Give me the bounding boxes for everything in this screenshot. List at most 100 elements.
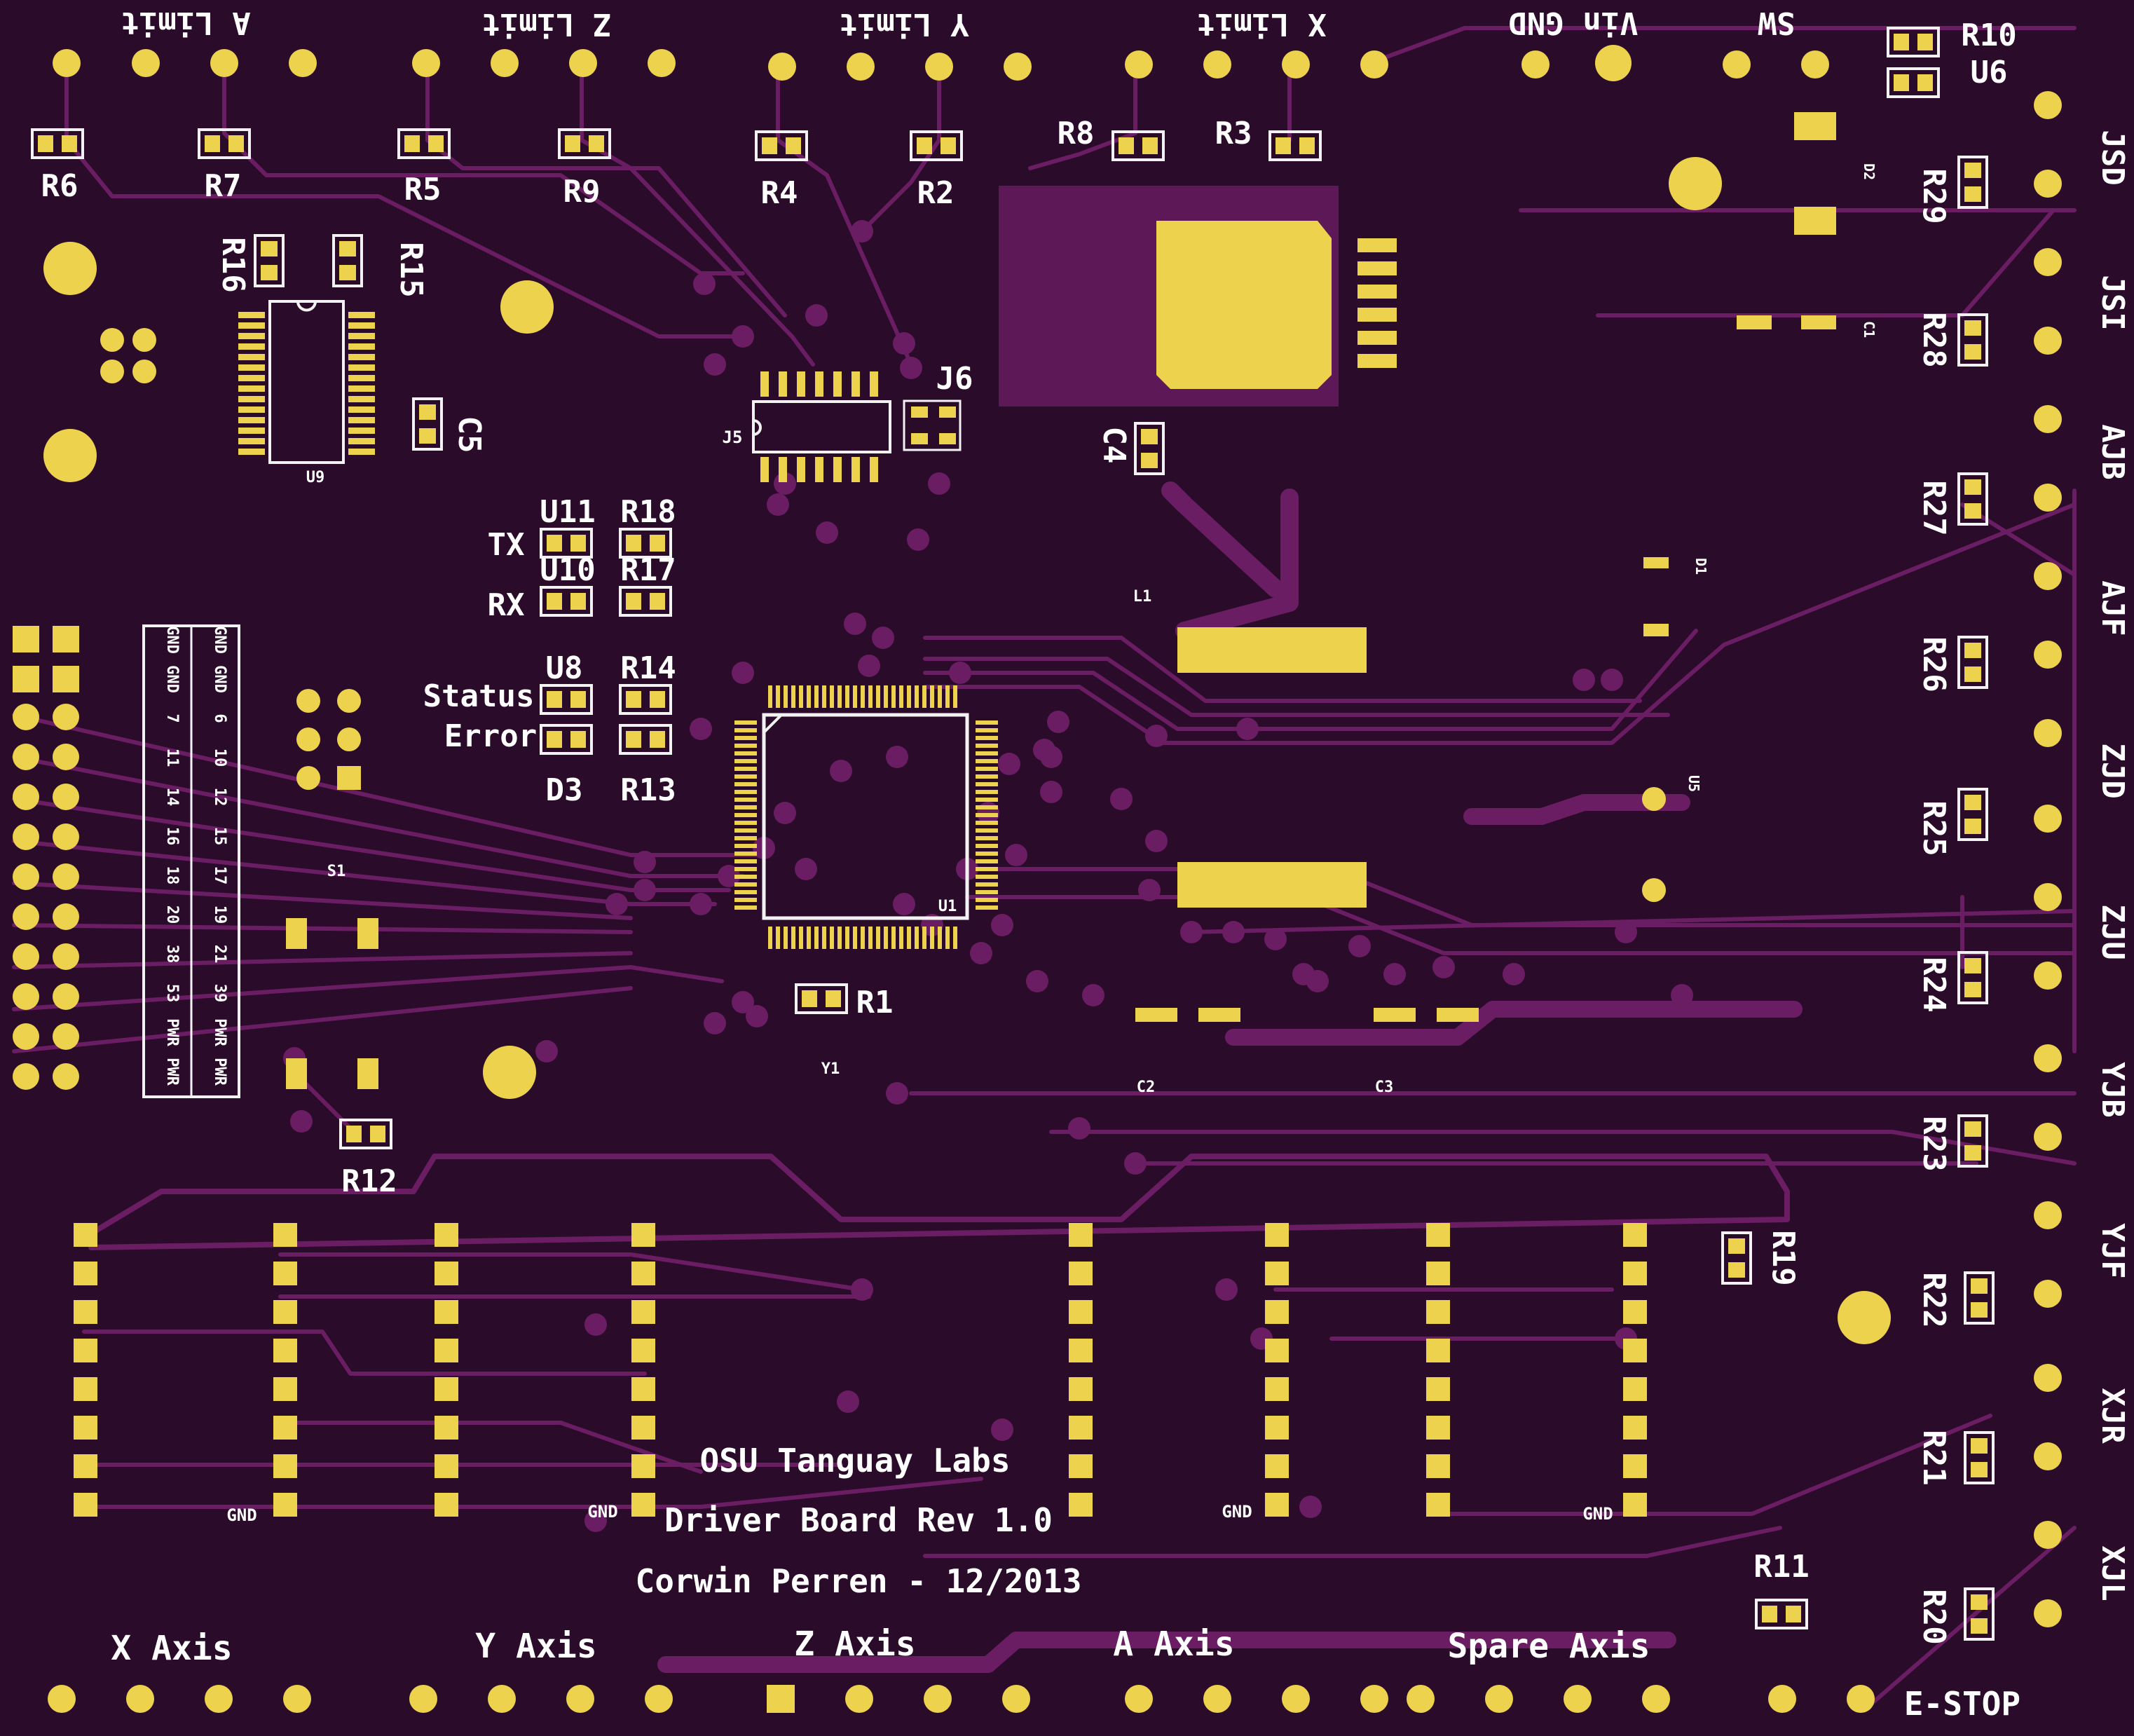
refdes-r24: R24 [1916,957,1952,1012]
two-pad-passive [254,234,285,287]
refdes-r1: R1 [856,985,894,1020]
label-gnd-4: GND [1582,1504,1613,1524]
two-pad-passive [1957,156,1988,209]
mounting-holes [43,45,1891,1344]
header-pin-label: PWR [211,1018,228,1046]
label-rx: RX [488,587,525,623]
label-gnd-2: GND [587,1502,617,1522]
refdes-u6: U6 [1971,55,2008,90]
refdes-r8: R8 [1058,116,1095,151]
header-pin-label: 11 [163,749,181,767]
header-pin-label: 15 [211,827,228,846]
title-line2: Driver Board Rev 1.0 [664,1501,1053,1539]
two-pad-passive [619,724,672,755]
bottom-pads [48,1685,1875,1713]
label-tx: TX [488,527,525,563]
header-pin-label: 38 [163,945,181,964]
label-y-axis: Y Axis [475,1627,596,1666]
refdes-u10: U10 [540,552,595,588]
refdes-r23: R23 [1916,1116,1952,1171]
two-pad-passive [1957,636,1988,689]
header-pin-label: GND [163,626,181,654]
refdes-u9: U9 [306,469,325,486]
refdes-r21: R21 [1916,1430,1952,1485]
two-pad-passive [1964,1271,1995,1325]
header-pin-label: 10 [211,749,228,767]
label-xjr: XJR [2095,1388,2130,1444]
label-jsd: JSD [2095,130,2130,185]
refdes-r29: R29 [1916,168,1952,224]
refdes-r3: R3 [1215,116,1252,151]
two-pad-passive [910,130,963,161]
two-pad-passive [540,528,593,559]
title-line1: OSU Tanguay Labs [699,1442,1010,1479]
header-pin-label: 18 [163,866,181,885]
label-y-limit: Y Limit [839,6,969,42]
label-z-limit: Z Limit [481,6,611,42]
label-zju: ZJU [2095,904,2130,959]
two-pad-passive [1721,1231,1752,1285]
refdes-r4: R4 [761,175,798,211]
header-pin-label: 20 [163,905,181,924]
left-header-pads [13,626,79,1090]
four-pin-pads [100,328,156,383]
header-pin-label: GND [163,665,181,693]
u1-pins [734,685,998,949]
u6-pins [1357,238,1397,368]
refdes-r26: R26 [1916,636,1952,692]
label-error: Error [444,718,537,754]
l1-pads [1135,112,1836,1022]
two-pad-passive [1964,1587,1995,1641]
header-pin-label: 16 [163,827,181,846]
header-pin-grid [142,624,240,1098]
refdes-r20: R20 [1916,1589,1952,1644]
label-xjl: XJL [2095,1545,2130,1601]
two-pad-passive [795,983,848,1014]
refdes-j5: J5 [723,428,743,447]
refdes-r9: R9 [563,174,601,210]
refdes-r7: R7 [205,168,242,204]
silkscreen-text: OSU Tanguay Labs Driver Board Rev 1.0 Co… [111,5,2130,1723]
header-pin-label: 12 [211,788,228,807]
refdes-u5: U5 [1685,775,1702,792]
header-pin-label: PWR [163,1018,181,1046]
two-pad-passive [1957,313,1988,367]
header-pin-label: 6 [211,713,228,723]
two-pad-passive [1957,472,1988,526]
label-yjb: YJB [2095,1062,2130,1117]
driver-pads [74,1223,1647,1517]
refdes-l1: L1 [1133,588,1152,606]
two-pad-passive [619,684,672,715]
header-pin-label: 7 [163,713,181,723]
u9-chip [268,300,345,464]
j5-chip [752,400,891,453]
j6-pads [911,406,956,444]
two-pad-passive [1957,1114,1988,1168]
refdes-r22: R22 [1916,1272,1952,1327]
j6-outline [903,399,962,451]
refdes-r15: R15 [393,242,429,297]
refdes-s1: S1 [327,863,346,880]
header-pin-label: GND [211,626,228,654]
label-status: Status [423,678,535,714]
s1-pads [286,689,378,1089]
two-pad-passive [198,128,251,159]
refdes-r19: R19 [1765,1230,1801,1285]
refdes-c5: C5 [451,416,487,453]
two-pad-passive [1957,788,1988,841]
header-pin-label: 14 [163,788,181,807]
label-vin-gnd: Vin GND [1508,5,1638,41]
two-pad-passive [1755,1599,1808,1629]
refdes-r14: R14 [620,650,676,686]
refdes-r18: R18 [620,494,676,530]
u1-chip [762,713,969,920]
refdes-r25: R25 [1916,800,1952,856]
refdes-r5: R5 [404,172,442,207]
refdes-r11: R11 [1753,1549,1809,1585]
two-pad-passive [540,724,593,755]
two-pad-passive [619,528,672,559]
passives [31,27,1995,1641]
header-pin-label: 53 [163,984,181,1003]
